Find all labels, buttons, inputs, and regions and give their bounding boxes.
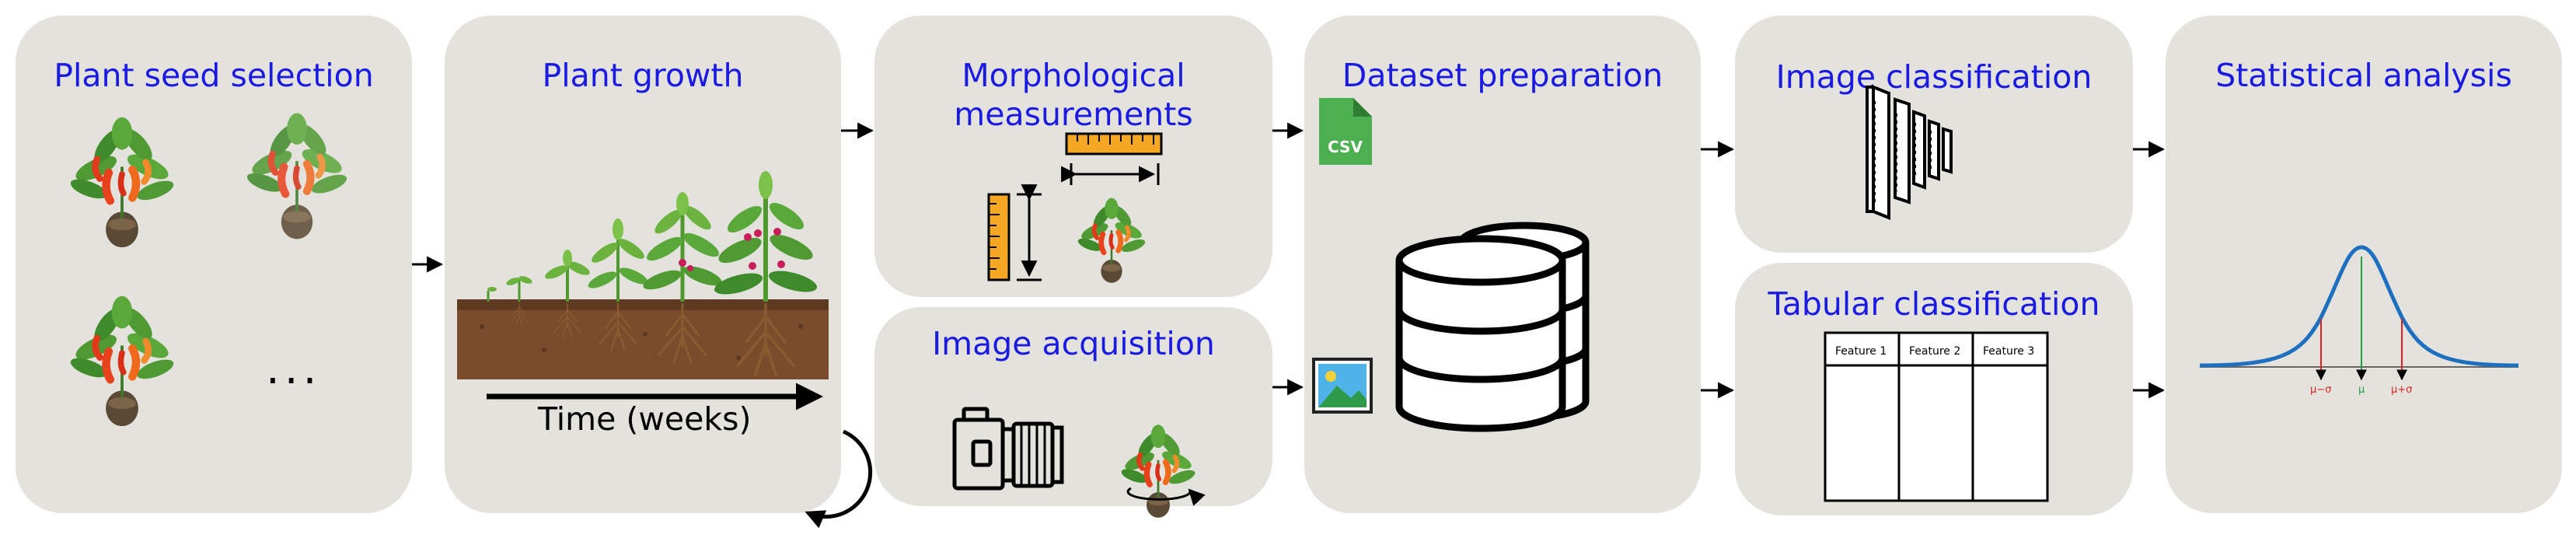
panel-title-image-classification: Image classification	[1775, 58, 2093, 96]
panel-image-acquisition: Image acquisition	[874, 307, 1272, 506]
feature-table: Feature 1 Feature 2 Feature 3	[1824, 331, 2049, 502]
camera-icon	[952, 407, 1064, 491]
more-plants-ellipsis: ...	[266, 344, 322, 394]
growth-stage-3	[545, 250, 590, 338]
panel-plant-seed-selection: Plant seed selection	[16, 16, 412, 513]
pepper-plant-2	[245, 114, 349, 239]
time-axis-label: Time (weeks)	[538, 400, 752, 438]
panel-statistical-analysis: Statistical analysis	[2166, 16, 2562, 513]
table-header-feature-3: Feature 3	[1983, 345, 2034, 358]
growth-stage-5	[643, 192, 722, 365]
growth-stage-4	[588, 218, 648, 351]
image-file-icon	[1312, 358, 1373, 414]
label-mu-plus-sigma: μ+σ	[2391, 384, 2412, 396]
growth-stage-2	[506, 276, 532, 325]
pepper-plant-3	[68, 296, 176, 426]
bell-curve-chart: μ−σ μ μ+σ	[2199, 245, 2519, 396]
panel-title-seed-selection: Plant seed selection	[54, 57, 374, 94]
panel-title-statistical-analysis: Statistical analysis	[2215, 57, 2512, 94]
table-header-feature-2: Feature 2	[1909, 345, 1960, 358]
ruler-vertical-icon	[987, 184, 1042, 281]
panel-title-morphological-1: Morphological	[962, 57, 1185, 94]
pepper-plant-photographed	[1119, 424, 1196, 518]
label-mu: μ	[2358, 384, 2365, 396]
panel-title-dataset-preparation: Dataset preparation	[1342, 57, 1663, 94]
rotation-arrow	[1126, 487, 1206, 506]
ruler-horizontal-icon	[1061, 132, 1163, 185]
pepper-plant-measured	[1077, 198, 1147, 283]
label-mu-minus-sigma: μ−σ	[2310, 384, 2331, 396]
pepper-plant-1	[68, 117, 176, 247]
panel-title-tabular-classification: Tabular classification	[1768, 285, 2100, 323]
repeat-loop-arrow	[805, 429, 873, 529]
database-icon	[1395, 222, 1590, 432]
growth-stage-6	[714, 171, 818, 378]
panel-morphological-measurements: Morphological measurements	[874, 16, 1272, 297]
neural-network-icon	[1866, 85, 1953, 220]
panel-title-plant-growth: Plant growth	[542, 57, 744, 94]
table-header-feature-1: Feature 1	[1835, 345, 1887, 358]
growth-stage-1	[487, 287, 497, 302]
panel-plant-growth: Plant growth	[445, 16, 841, 513]
panel-title-image-acquisition: Image acquisition	[932, 325, 1215, 362]
csv-file-icon: CSV	[1319, 98, 1372, 165]
csv-label: CSV	[1328, 138, 1363, 156]
panel-title-morphological-2: measurements	[954, 96, 1193, 133]
